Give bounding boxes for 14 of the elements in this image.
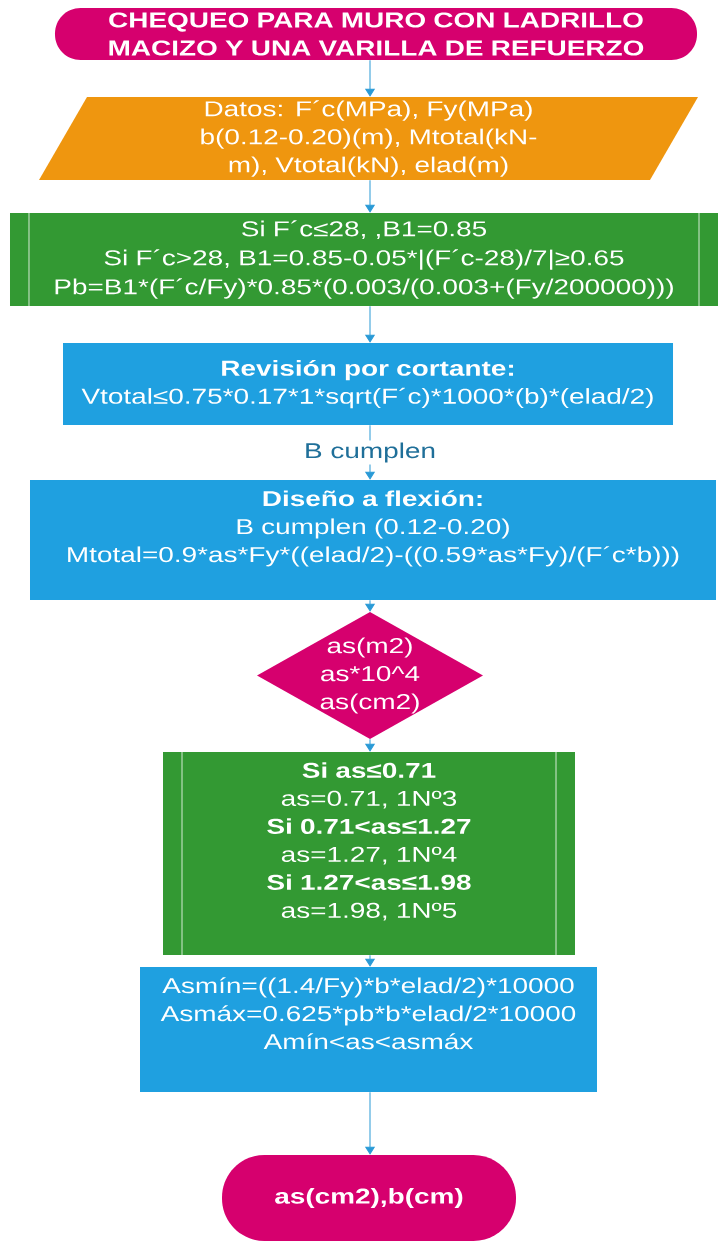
arrow xyxy=(365,738,375,752)
process-box: Asmín=((1.4/Fy)*b*elad/2)*10000 Asmáx=0.625*pb*b*elad/2*10000 Amín<as<asmáx xyxy=(140,967,597,1092)
process-box: Diseño a flexión: B cumplen (0.12-0.20) Mtotal=0.9*as*Fy*((elad/2)-((0.59*as*Fy)/(F´c*b))) xyxy=(30,480,716,600)
arrow xyxy=(365,305,375,343)
arrow xyxy=(365,954,375,967)
arrow xyxy=(365,179,375,213)
process-box: Revisión por cortante: Vtotal≤0.75*0.17*1*sqrt(F´c)*1000*(b)*(elad/2) xyxy=(63,343,673,425)
edge-label: B cumplen xyxy=(301,440,439,465)
arrow xyxy=(365,599,375,612)
predefined-process-box: Si as≤0.71 as=0.71, 1Nº3 Si 0.71<as≤1.27 as=1.27, 1Nº4 Si 1.27<as≤1.98 as=1.98, 1Nº5 xyxy=(163,751,575,956)
arrow xyxy=(365,1091,375,1155)
input-parallelogram: Datos: F´c(MPa), Fy(MPa) b(0.12-0.20)(m), Mtotal(kN-m), Vtotal(kN), elad(m) xyxy=(39,97,698,180)
arrow xyxy=(365,59,375,97)
predefined-process-box: Si F´c≤28, ,B1=0.85 Si F´c>28, B1=0.85-0.05*|(F´c-28)/7|≥0.65 Pb=B1*(F´c/Fy)*0.85*(0.003/(0.003+(Fy/200000))) xyxy=(10,212,718,307)
